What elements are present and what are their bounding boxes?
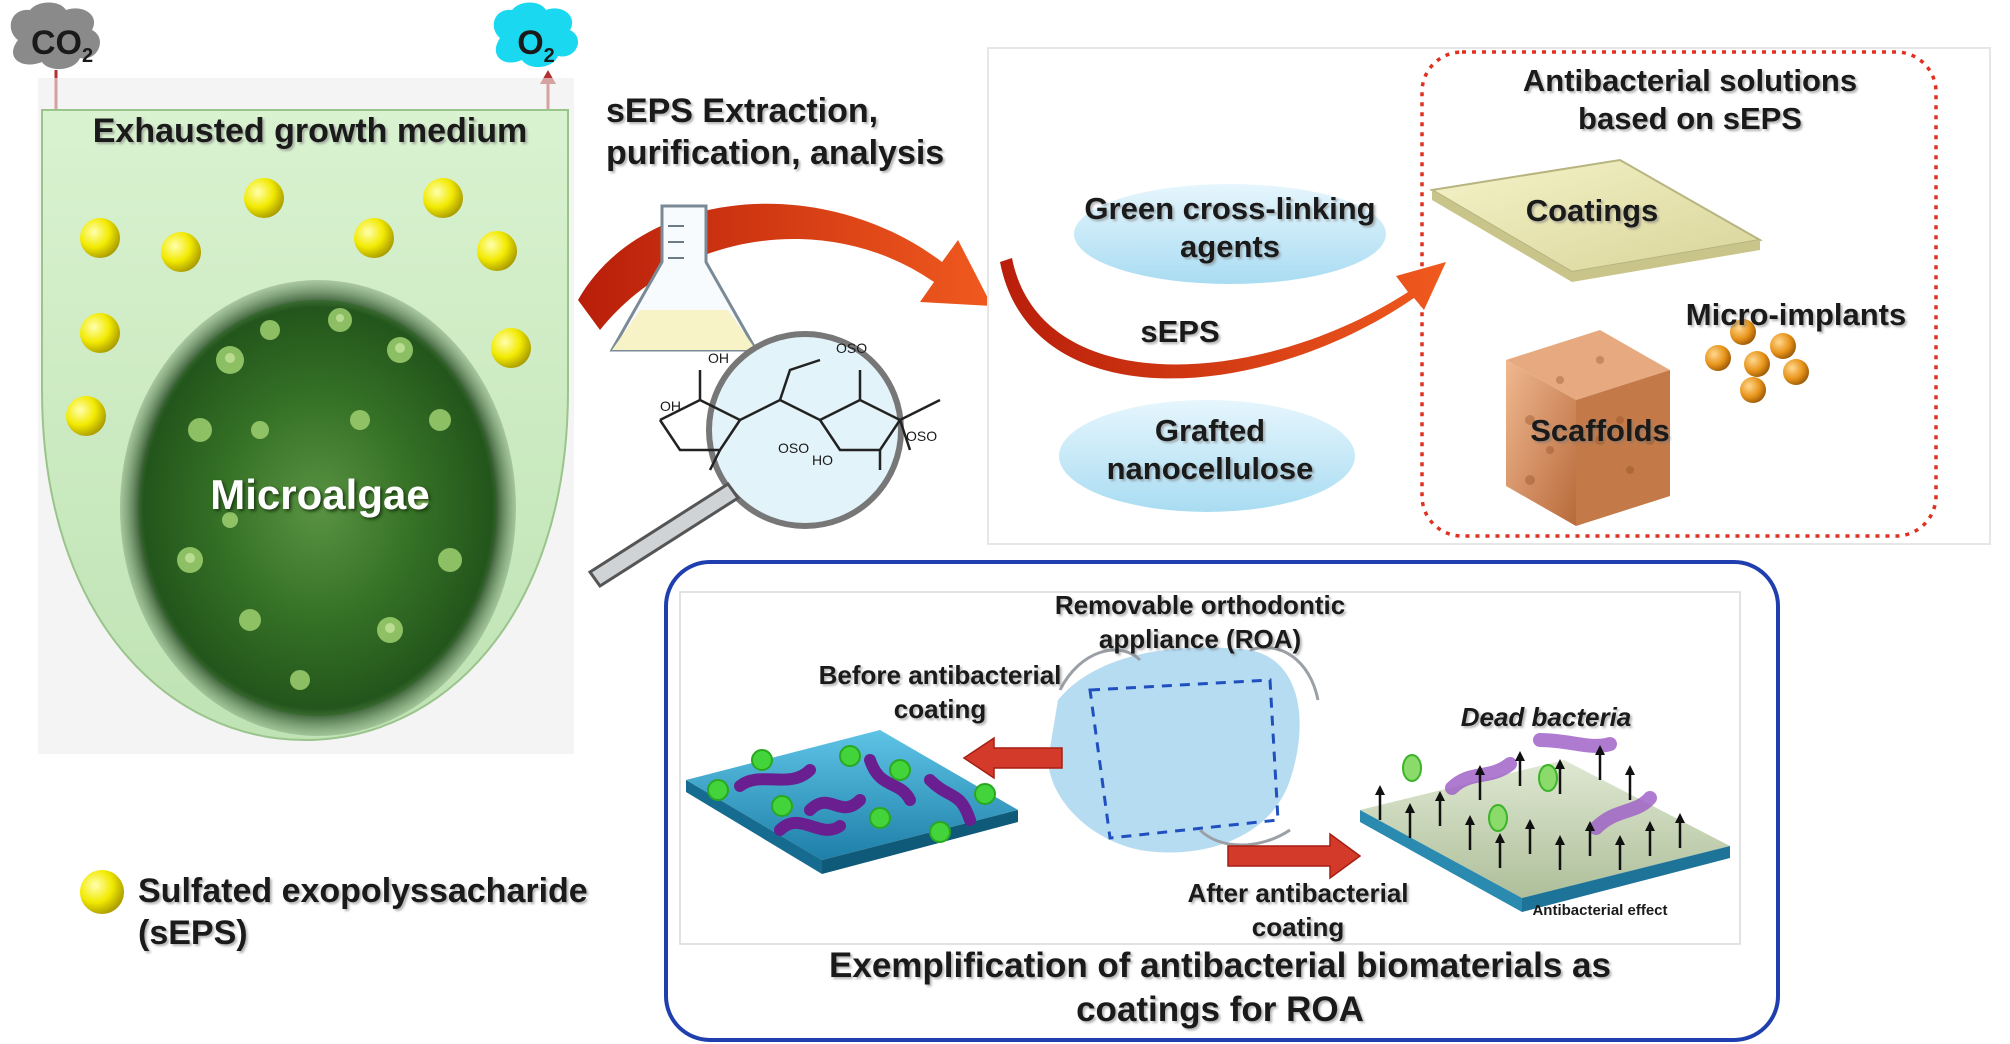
micro-implant-spheres [1705, 319, 1809, 403]
o2-cloud-icon [493, 2, 579, 68]
chem-label-oso-3: OSO [906, 428, 938, 444]
after-coating-label: After antibacterial coating [1187, 878, 1409, 942]
o2-label: O2 [517, 24, 555, 67]
microalgae-image [120, 280, 516, 736]
flask-title: Exhausted growth medium [92, 112, 528, 150]
seps-spheres [66, 178, 531, 436]
legend-seps-sphere-icon [80, 870, 124, 914]
extraction-label: sEPS Extraction, purification, analysis [606, 92, 945, 172]
co2-cloud-icon [10, 2, 101, 70]
grafted-nanocellulose-label: Grafted nanocellulose [1106, 413, 1314, 486]
roa-label: Removable orthodontic appliance (ROA) [1054, 590, 1346, 654]
scaffolds-label: Scaffolds [1530, 413, 1670, 448]
green-crosslinking-label: Green cross-linking agents [1084, 191, 1376, 264]
co2-label: CO2 [30, 24, 94, 67]
solutions-title: Antibacterial solutions based on sEPS [1522, 63, 1858, 136]
green-crosslinking-ellipse [1074, 184, 1386, 284]
scaffolds-cube [1506, 330, 1670, 526]
seps-processing-label: sEPS [1140, 314, 1220, 349]
micro-implants-label: Micro-implants [1685, 297, 1907, 332]
chem-label-oso-2: OSO [778, 440, 810, 456]
chem-label-ho: HO [812, 452, 833, 468]
before-arrow [962, 736, 1063, 780]
coatings-label: Coatings [1525, 193, 1659, 228]
after-coating-plate [1360, 733, 1730, 912]
roa-appliance-image [1048, 645, 1320, 853]
magnifier-icon [587, 331, 904, 589]
before-coating-label: Before antibacterial coating [818, 660, 1062, 724]
chem-label-oh-1: OH [708, 350, 729, 366]
chem-label-oso-1: OSO [836, 340, 868, 356]
roa-caption: Exemplification of antibacterial biomate… [829, 946, 1611, 1029]
dead-bacteria-label: Dead bacteria [1460, 702, 1632, 732]
legend-label: Sulfated exopolyssacharide (sEPS) [138, 872, 588, 952]
before-coating-plate [686, 730, 1018, 874]
antibacterial-effect-label: Antibacterial effect [1532, 902, 1668, 919]
chemical-structure [658, 358, 941, 471]
microalgae-label: Microalgae [210, 471, 430, 518]
after-arrow [1227, 832, 1362, 880]
grafted-nanocellulose-ellipse [1059, 400, 1355, 512]
chem-label-oh-2: OH [660, 398, 681, 414]
